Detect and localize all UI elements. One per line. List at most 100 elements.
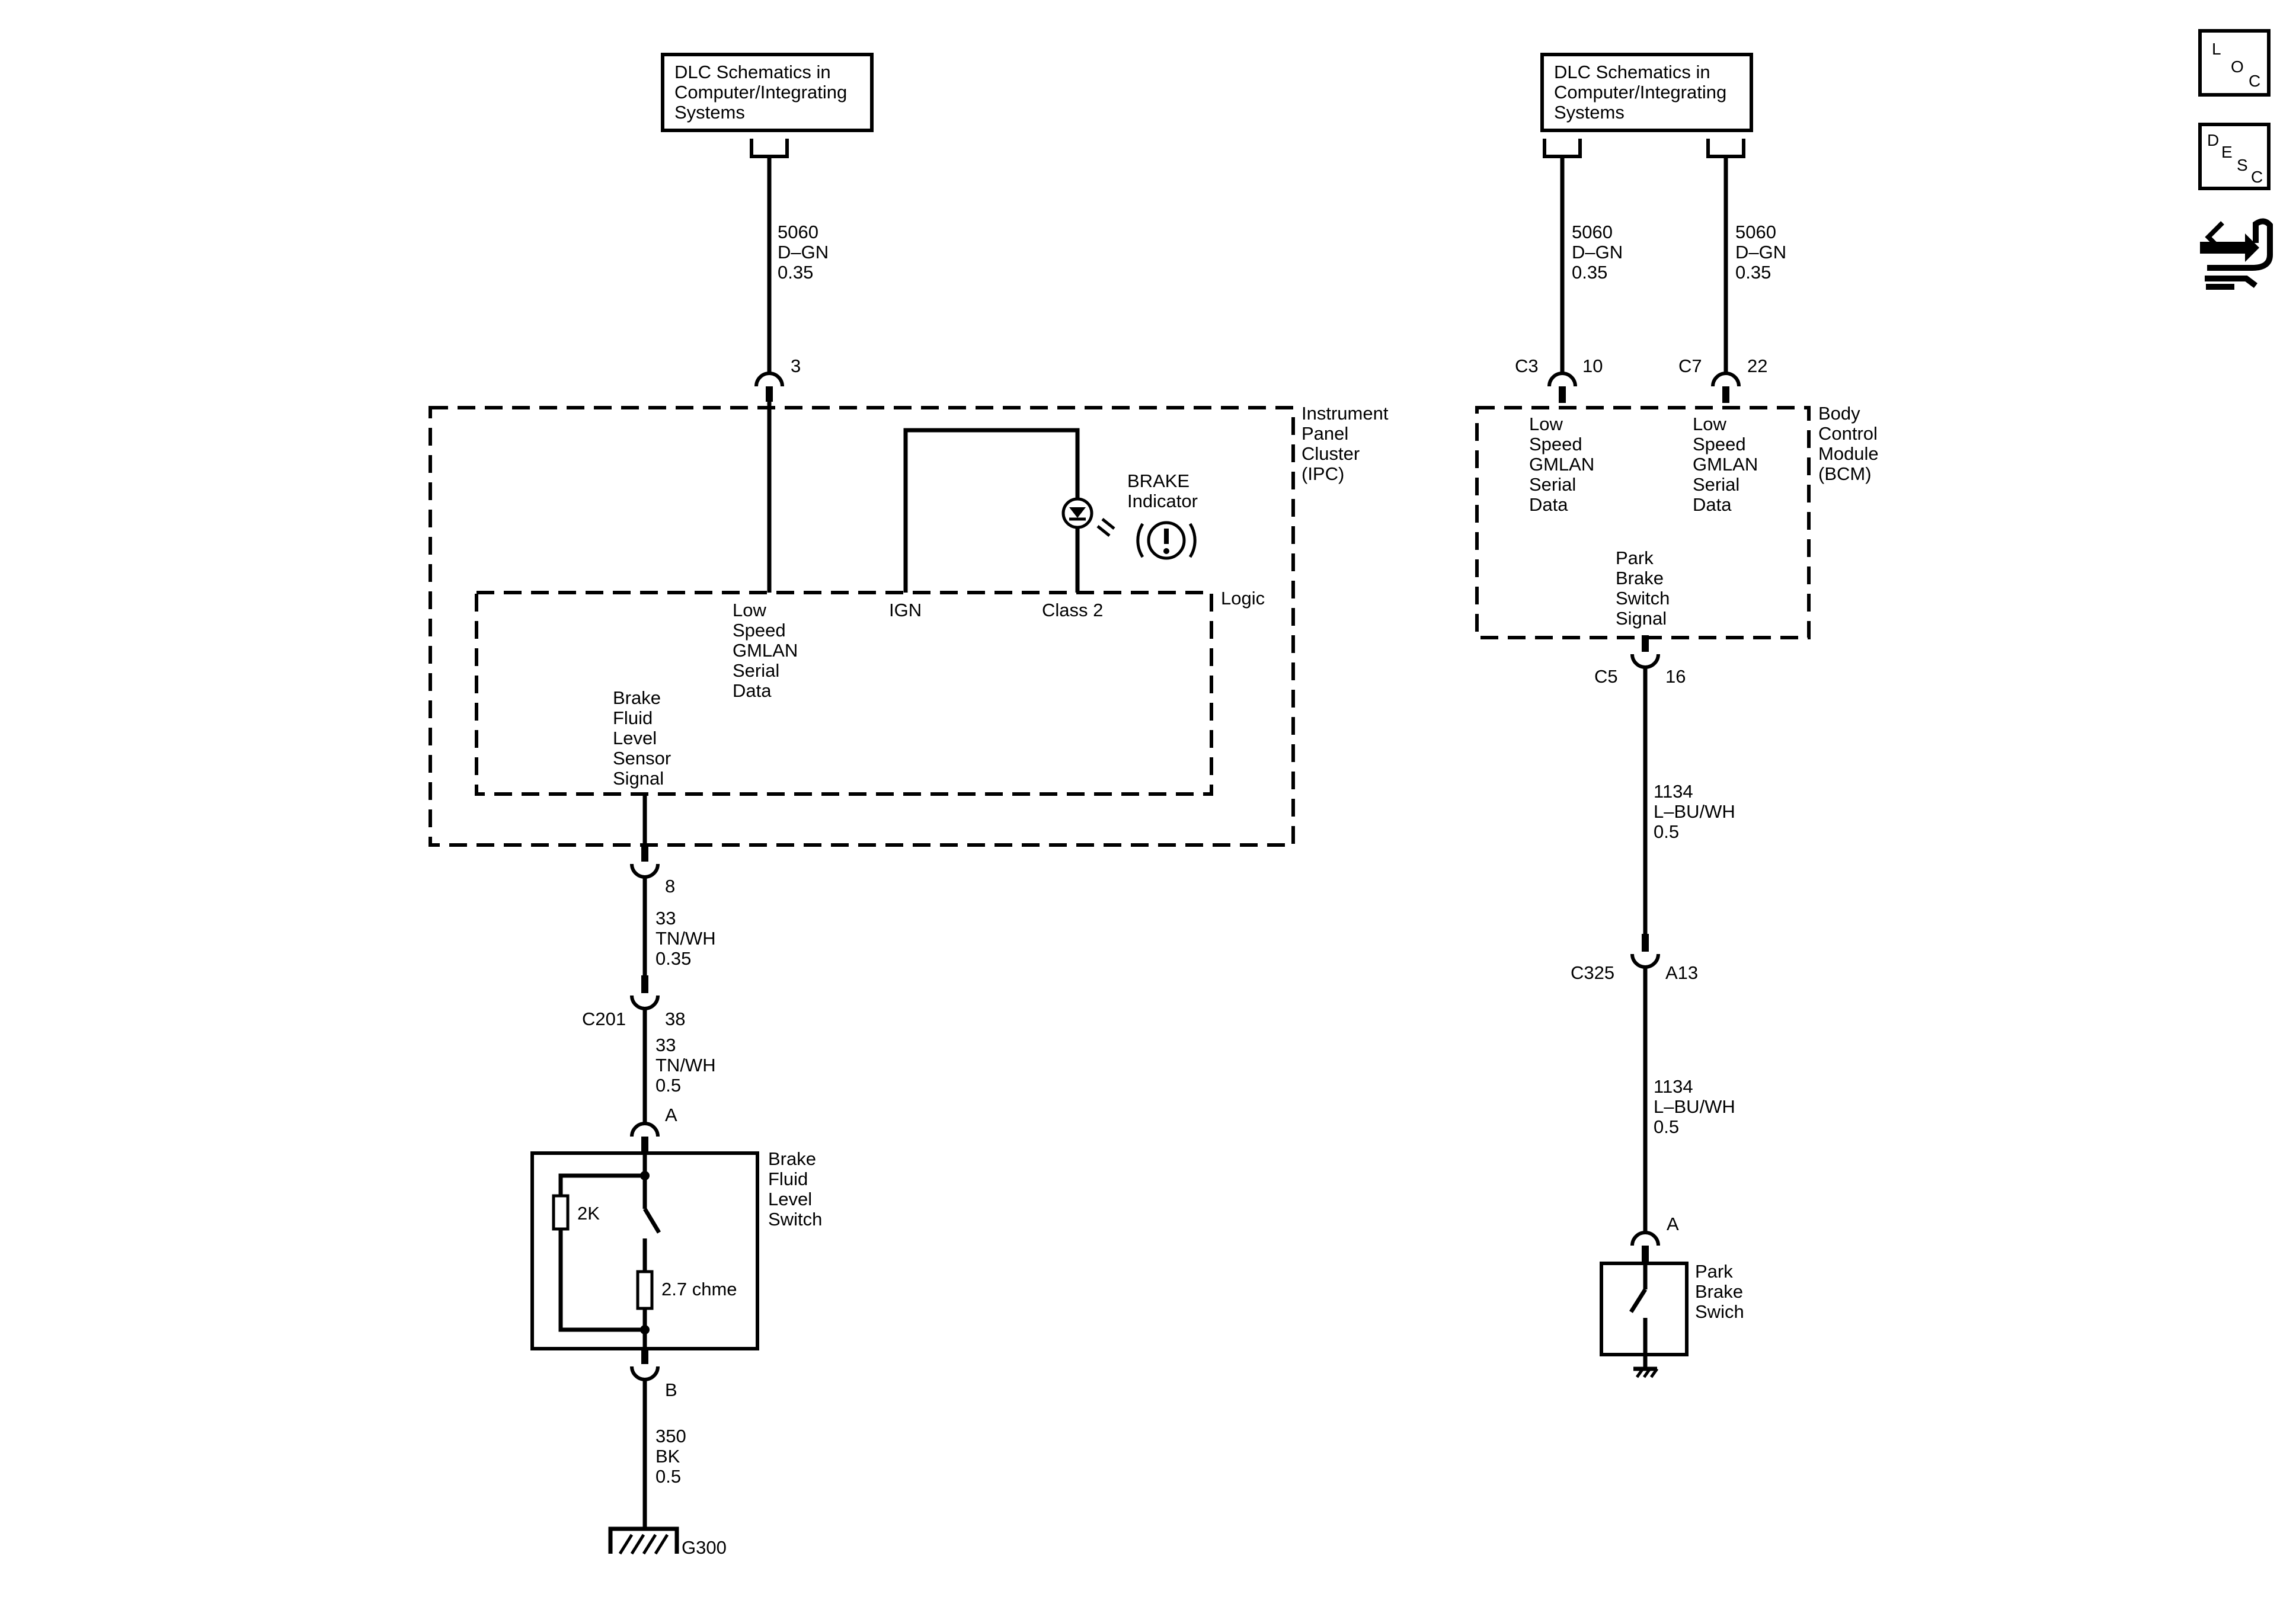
park-switch-name-2: Brake (1695, 1281, 1743, 1302)
bcm-c3-terminal (1559, 386, 1566, 403)
wire-5060-bcm-c3-circuit: 5060 (1572, 222, 1613, 242)
sw-a-connector (630, 1122, 660, 1137)
ipc-name-1: Instrument (1302, 403, 1389, 424)
desc-letter-s: S (2237, 156, 2248, 174)
bfl-resistor-2-7-label: 2.7 chme (661, 1279, 737, 1299)
wire-5060-bcm-c3-color: D–GN (1572, 242, 1623, 263)
wire-5060-bcm-c7-circuit: 5060 (1735, 222, 1776, 242)
bcm-name-3: Module (1818, 443, 1879, 464)
park-a-connector (1630, 1231, 1660, 1246)
bcm-park-signal-3: Switch (1616, 588, 1670, 609)
wire-5060-bcm-c7-color: D–GN (1735, 242, 1786, 263)
bcm-c7-label: C7 (1678, 356, 1702, 376)
ipc-ign-label: IGN (889, 600, 922, 620)
ipc-internal-ign-wire (903, 428, 1080, 593)
bcm-park-signal-1: Park (1616, 548, 1654, 568)
ipc-logic-label: Logic (1221, 588, 1265, 609)
bcm-lsgmlan-a-3: GMLAN (1529, 454, 1594, 475)
bcm-name-4: (BCM) (1818, 463, 1872, 484)
wire-5060-ipc-size: 0.35 (778, 262, 813, 283)
wire-1134-lower-size: 0.5 (1654, 1116, 1679, 1137)
bcm-c5-connector (1630, 654, 1660, 669)
c325-connector (1630, 953, 1660, 969)
bfl-switch-name-4: Switch (768, 1209, 822, 1230)
bcm-lsgmlan-b-1: Low (1693, 414, 1726, 434)
c201-connector (630, 995, 660, 1010)
hand-pointer-arrows-icon[interactable] (2200, 218, 2273, 290)
desc-icon[interactable]: D E S C (2198, 123, 2271, 190)
bcm-c3-connector (1547, 372, 1577, 387)
ipc-module-outline[interactable] (428, 406, 1295, 847)
brake-indicator-led (1061, 497, 1115, 537)
dlc-box-right[interactable]: DLC Schematics in Computer/Integrating S… (1540, 53, 1753, 132)
bcm-lsgmlan-a-2: Speed (1529, 434, 1582, 454)
loc-letter-c: C (2249, 72, 2260, 90)
bcm-name-1: Body (1818, 403, 1860, 424)
park-switch-name-1: Park (1695, 1261, 1733, 1282)
bcm-c5-label: C5 (1594, 666, 1618, 687)
ipc-pin3-connector (754, 372, 784, 387)
wire-5060-ipc-circuit: 5060 (778, 222, 818, 242)
dlc-left-line-1: DLC Schematics in (674, 62, 831, 82)
bfl-switch-name-3: Level (768, 1189, 812, 1209)
ipc-bfl-2: Fluid (613, 708, 653, 728)
wire-350-color: BK (655, 1446, 680, 1467)
wire-1134-upper-color: L–BU/WH (1654, 801, 1735, 822)
wire-1134-upper-size: 0.5 (1654, 821, 1679, 842)
bcm-lsgmlan-b-4: Serial (1693, 474, 1739, 495)
ipc-lsgmlan-4: Serial (733, 660, 779, 681)
wire-5060-ipc-color: D–GN (778, 242, 829, 263)
bcm-c7-pin-label: 22 (1747, 356, 1767, 376)
ipc-lsgmlan-3: GMLAN (733, 640, 798, 661)
bcm-module-outline[interactable] (1475, 406, 1811, 639)
c325-pin-label: A13 (1665, 962, 1698, 983)
bfl-resistor-2k-label: 2K (577, 1203, 600, 1224)
bcm-park-signal-4: Signal (1616, 608, 1667, 629)
wire-1134-lower-circuit: 1134 (1654, 1076, 1693, 1097)
desc-letter-e: E (2221, 143, 2233, 161)
wire-33-upper-color: TN/WH (655, 928, 716, 949)
ipc-pin3-terminal (766, 386, 773, 402)
wire-350-size: 0.5 (655, 1466, 681, 1487)
park-a-terminal (1642, 1246, 1649, 1262)
loc-letter-o: O (2231, 57, 2244, 76)
ipc-lsgmlan-2: Speed (733, 620, 786, 641)
dlc-right-line-2: Computer/Integrating (1554, 82, 1726, 103)
dlc-box-left[interactable]: DLC Schematics in Computer/Integrating S… (661, 53, 874, 132)
wire-33-lower-size: 0.5 (655, 1075, 681, 1096)
wire-33-upper-size: 0.35 (655, 948, 691, 969)
brake-warning-icon (1136, 521, 1197, 560)
ipc-bfl-3: Level (613, 728, 657, 748)
loc-icon[interactable]: L O C (2198, 29, 2271, 97)
c201-label: C201 (582, 1009, 626, 1029)
bfl-switch-name-2: Fluid (768, 1169, 808, 1189)
ipc-name-2: Panel (1302, 423, 1348, 444)
bcm-c3-pin-label: 10 (1582, 356, 1603, 376)
ipc-pin8-label: 8 (665, 876, 675, 897)
dlc-left-line-3: Systems (674, 102, 745, 123)
bcm-lsgmlan-a-1: Low (1529, 414, 1563, 434)
ipc-class2-label: Class 2 (1042, 600, 1103, 620)
c201-terminal (641, 975, 648, 993)
wire-350-circuit: 350 (655, 1426, 686, 1446)
ipc-name-3: Cluster (1302, 443, 1360, 464)
dlc-right-line-3: Systems (1554, 102, 1625, 123)
ipc-lsgmlan-1: Low (733, 600, 766, 620)
bcm-park-signal-2: Brake (1616, 568, 1664, 588)
bcm-c5-pin-label: 16 (1665, 666, 1686, 687)
wire-33-lower-color: TN/WH (655, 1055, 716, 1076)
loc-letter-l: L (2212, 40, 2221, 58)
bcm-lsgmlan-b-5: Data (1693, 494, 1732, 515)
bcm-lsgmlan-a-5: Data (1529, 494, 1568, 515)
desc-letter-c: C (2251, 168, 2263, 186)
bcm-name-2: Control (1818, 423, 1878, 444)
wire-5060-bcm-c3-size: 0.35 (1572, 262, 1607, 283)
wire-33-upper-circuit: 33 (655, 908, 676, 929)
ipc-pin3-label: 3 (791, 356, 801, 376)
wire-33-lower-circuit: 33 (655, 1035, 676, 1055)
wire-1134-upper-circuit: 1134 (1654, 781, 1693, 802)
sw-b-label: B (665, 1379, 677, 1400)
ipc-bfl-1: Brake (613, 687, 661, 708)
bfl-switch-name-1: Brake (768, 1148, 816, 1169)
